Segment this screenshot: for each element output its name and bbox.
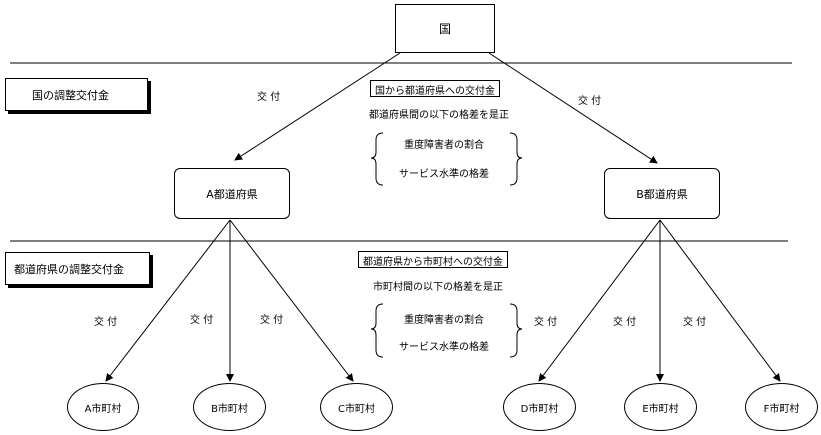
arrow-to-prefecture-b	[488, 52, 658, 164]
municipality-c-node: C市町村	[320, 383, 393, 431]
grant-box-prefectural: 都道府県から市町村への交付金	[358, 251, 508, 268]
municipality-e-node: E市町村	[624, 383, 697, 431]
item-severe-disability-1: 重度障害者の割合	[404, 140, 484, 151]
item-service-level-1: サービス水準の格差	[399, 169, 489, 180]
prefecture-a-node: A都道府県	[174, 168, 290, 219]
edge-label-grant-right-1: 交 付	[578, 96, 602, 107]
arrow-to-municipality-a	[105, 219, 231, 382]
municipality-d-node: D市町村	[503, 383, 576, 431]
country-node: 国	[395, 4, 495, 53]
edge-label-grant-a: 交 付	[94, 317, 118, 328]
arrow-to-prefecture-a	[234, 52, 401, 161]
right-brace-1	[509, 132, 523, 186]
edge-label-grant-b: 交 付	[190, 315, 214, 326]
municipality-a-node: A市町村	[67, 383, 139, 431]
edge-label-grant-e: 交 付	[613, 317, 637, 328]
item-service-level-2: サービス水準の格差	[399, 342, 489, 353]
item-severe-disability-2: 重度障害者の割合	[404, 315, 484, 326]
edge-label-grant-c: 交 付	[260, 315, 284, 326]
arrow-to-municipality-f	[659, 219, 781, 382]
prefecture-b-node: B都道府県	[604, 168, 720, 219]
edge-label-grant-d: 交 付	[534, 317, 558, 328]
municipality-f-node: F市町村	[745, 383, 818, 431]
correction-title-prefectural: 市町村間の以下の格差を是正	[373, 282, 503, 293]
left-brace-2	[370, 303, 384, 358]
section-label-national: 国の調整交付金	[5, 78, 148, 111]
left-brace-1	[370, 132, 384, 186]
arrow-to-municipality-c	[229, 219, 354, 382]
edge-label-grant-f: 交 付	[683, 317, 707, 328]
edge-label-grant-left-1: 交 付	[257, 92, 281, 103]
section-label-prefectural: 都道府県の調整交付金	[5, 252, 150, 285]
municipality-b-node: B市町村	[193, 383, 266, 431]
correction-title-national: 都道府県間の以下の格差を是正	[369, 110, 509, 121]
grant-box-national: 国から都道府県への交付金	[370, 80, 500, 97]
arrow-to-municipality-d	[538, 219, 661, 382]
country-label: 国	[438, 22, 451, 36]
right-brace-2	[509, 303, 523, 358]
